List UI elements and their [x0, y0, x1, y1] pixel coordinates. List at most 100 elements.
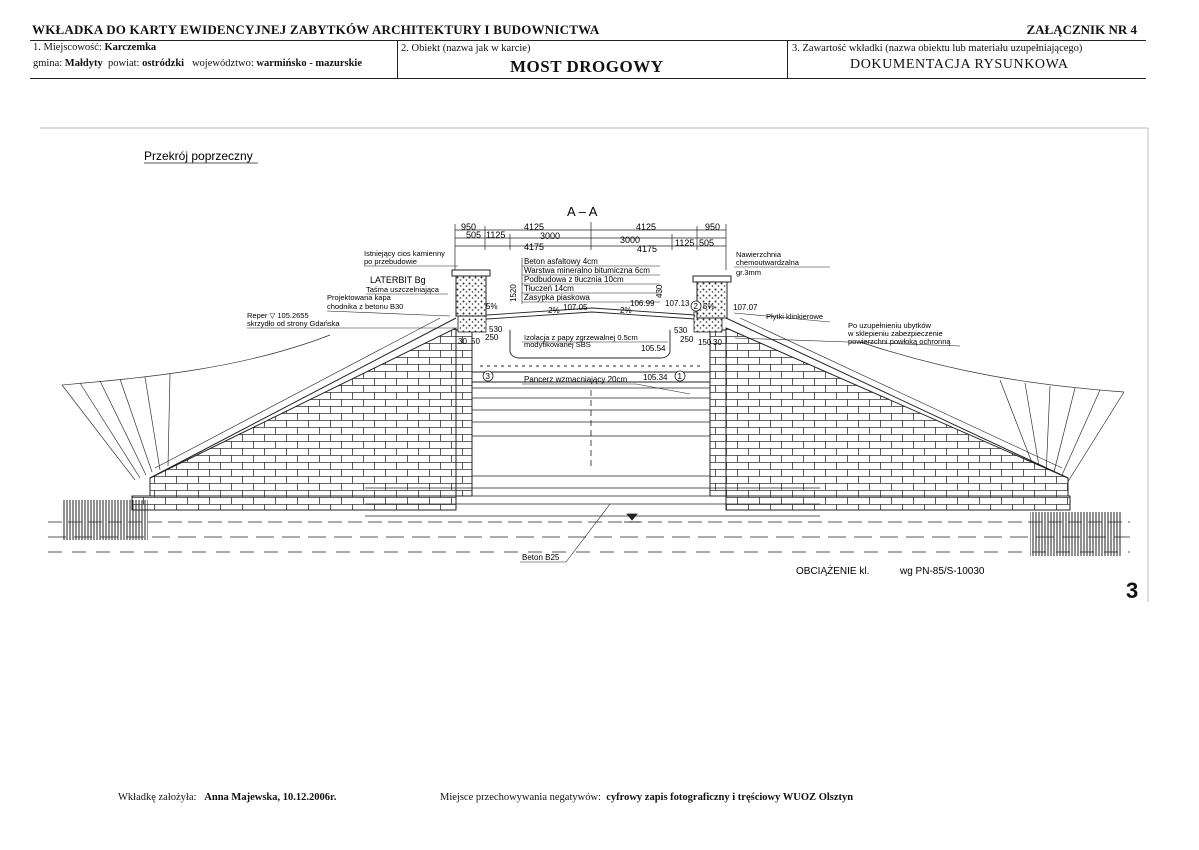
right-slope-line	[725, 317, 1069, 479]
svg-text:Beton asfaltowy 4cm: Beton asfaltowy 4cm	[524, 257, 598, 266]
svg-text:po przebudowie: po przebudowie	[364, 257, 417, 266]
layer-legend-rules	[521, 258, 660, 304]
left-pillar	[451, 269, 491, 317]
vault-lines	[472, 387, 710, 477]
right-footing	[725, 495, 1071, 511]
svg-text:gr.3mm: gr.3mm	[736, 268, 761, 277]
beton-label: Beton B25	[522, 553, 560, 562]
svg-text:skrzydło od strony Gdańska: skrzydło od strony Gdańska	[247, 319, 340, 328]
slope-2-right: 2%	[620, 306, 632, 315]
dim-250-left: 250	[485, 333, 499, 342]
svg-text:chemoutwardzalna: chemoutwardzalna	[736, 258, 800, 267]
callout-1: 1	[678, 372, 683, 381]
dim-30-right: 30	[713, 338, 722, 347]
page-number: 3	[1126, 578, 1139, 603]
slope-5-left: 5%	[486, 302, 498, 311]
pancerz-leader-2	[635, 383, 691, 395]
header-bottom-rule	[30, 78, 1146, 79]
left-footing	[131, 495, 457, 511]
callout-3: 3	[486, 372, 491, 381]
dim-4125-right: 4125	[636, 222, 656, 232]
header-divider-1	[397, 40, 398, 78]
load-standard: wg PN-85/S-10030	[899, 566, 985, 577]
base-strips	[365, 487, 820, 517]
level-105-34: 105.34	[643, 373, 668, 382]
svg-text:Tłuczeń 14cm: Tłuczeń 14cm	[524, 284, 574, 293]
object-name: MOST DROGOWY	[510, 57, 664, 76]
right-leaders	[733, 266, 961, 347]
right-abutment	[709, 329, 727, 497]
dim-530-right: 530	[674, 326, 688, 335]
dim-30-left: 30	[458, 337, 467, 346]
level-107-13: 107.13	[665, 299, 690, 308]
right-piles	[1030, 512, 1122, 556]
content-value: DOKUMENTACJA RYSUNKOWA	[850, 57, 1069, 72]
header-title: WKŁADKA DO KARTY EWIDENCYJNEJ ZABYTKÓW A…	[32, 22, 600, 37]
svg-text:Reper ▽ 105.2655: Reper ▽ 105.2655	[247, 311, 309, 320]
dim-50: 50	[471, 337, 480, 346]
left-annotations: Istniejący cios kamienny po przebudowie …	[247, 249, 445, 328]
dim-4175-right: 4175	[637, 244, 657, 254]
load-class-label: OBCIĄŻENIE kl.	[796, 564, 869, 577]
dim-1520: 1520	[509, 284, 518, 302]
left-piles	[62, 500, 148, 540]
section-label: A – A	[567, 204, 598, 219]
drawing-title: Przekrój poprzeczny	[144, 149, 253, 163]
left-leaders	[247, 265, 458, 329]
left-wing-wall	[149, 327, 457, 497]
object-label: 2. Obiekt (nazwa jak w karcie)	[401, 43, 531, 54]
svg-text:powierzchni powłoką ochronną: powierzchni powłoką ochronną	[848, 337, 951, 346]
svg-text:Zasypka piaskowa: Zasypka piaskowa	[524, 293, 590, 302]
dim-530-left: 530	[489, 325, 503, 334]
svg-text:LATERBIT Bg: LATERBIT Bg	[370, 275, 426, 285]
level-105-54: 105.54	[641, 344, 666, 353]
deck	[471, 307, 711, 383]
level-107-07: 107.07	[733, 303, 758, 312]
svg-text:Projektowana kapa: Projektowana kapa	[327, 293, 392, 302]
slope-2-left: 2%	[548, 306, 560, 315]
dim-250-right: 250	[680, 335, 694, 344]
svg-text:Płytki klinkierowe: Płytki klinkierowe	[766, 312, 823, 321]
dim-505-right: 505	[699, 238, 714, 248]
footer-storage: Miejsce przechowywania negatywów: cyfrow…	[440, 792, 854, 803]
dim-3000-right: 3000	[620, 235, 640, 245]
water-level	[48, 513, 1130, 553]
footer-author: Wkładkę założyła: Anna Majewska, 10.12.2…	[118, 792, 337, 803]
izolacja-label-1: Izolacja z papy zgrzewalnej 0.5cm	[524, 333, 638, 342]
left-abutment	[455, 329, 473, 497]
dim-1125-right: 1125	[675, 238, 694, 248]
right-annotations: Nawierzchnia chemoutwardzalna gr.3mm Pły…	[736, 250, 951, 346]
svg-text:Warstwa mineralno bitumiczna 6: Warstwa mineralno bitumiczna 6cm	[524, 266, 650, 275]
dim-4175-left: 4175	[524, 242, 544, 252]
dim-3000-left: 3000	[540, 231, 560, 241]
left-slope-line	[149, 317, 457, 479]
level-106-99: 106.99	[630, 299, 655, 308]
svg-text:Taśma uszczelniająca: Taśma uszczelniająca	[366, 285, 440, 294]
svg-text:Istniejący cios kamienny: Istniejący cios kamienny	[364, 249, 445, 258]
dim-505-left: 505	[466, 230, 481, 240]
content-label: 3. Zawartość wkładki (nazwa obiektu lub …	[792, 43, 1083, 54]
pancerz-label: Pancerz wzmacniający 20cm	[524, 375, 627, 384]
annex-number: ZAŁĄCZNIK NR 4	[1026, 22, 1137, 37]
terrain-left	[61, 334, 331, 481]
dim-430: 430	[655, 284, 664, 298]
callouts	[482, 300, 702, 382]
left-railing-line	[154, 317, 441, 469]
dim-150: 150	[698, 338, 712, 347]
level-107-05: 107.05	[563, 303, 588, 312]
izolacja-label-2: modyfikowanej SBS	[524, 340, 591, 349]
callout-2: 2	[694, 302, 699, 311]
header-top-rule	[30, 40, 1146, 41]
dim-4125-left: 4125	[524, 222, 544, 232]
layer-legend: Beton asfaltowy 4cm Warstwa mineralno bi…	[524, 257, 650, 302]
locality-line: 1. Miejscowość: Karczemka	[33, 42, 157, 53]
svg-text:Po uzupełnieniu ubytków: Po uzupełnieniu ubytków	[848, 321, 932, 330]
admin-line: gmina: Małdyty powiat: ostródzki wojewód…	[33, 58, 363, 69]
header-divider-2	[787, 40, 788, 78]
dim-950-right: 950	[705, 222, 720, 232]
svg-text:chodnika z betonu B30: chodnika z betonu B30	[327, 302, 403, 311]
right-railing-line	[739, 317, 1063, 469]
svg-text:w sklepieniu zabezpieczenie: w sklepieniu zabezpieczenie	[847, 329, 943, 338]
beton-leader-2	[565, 503, 611, 563]
